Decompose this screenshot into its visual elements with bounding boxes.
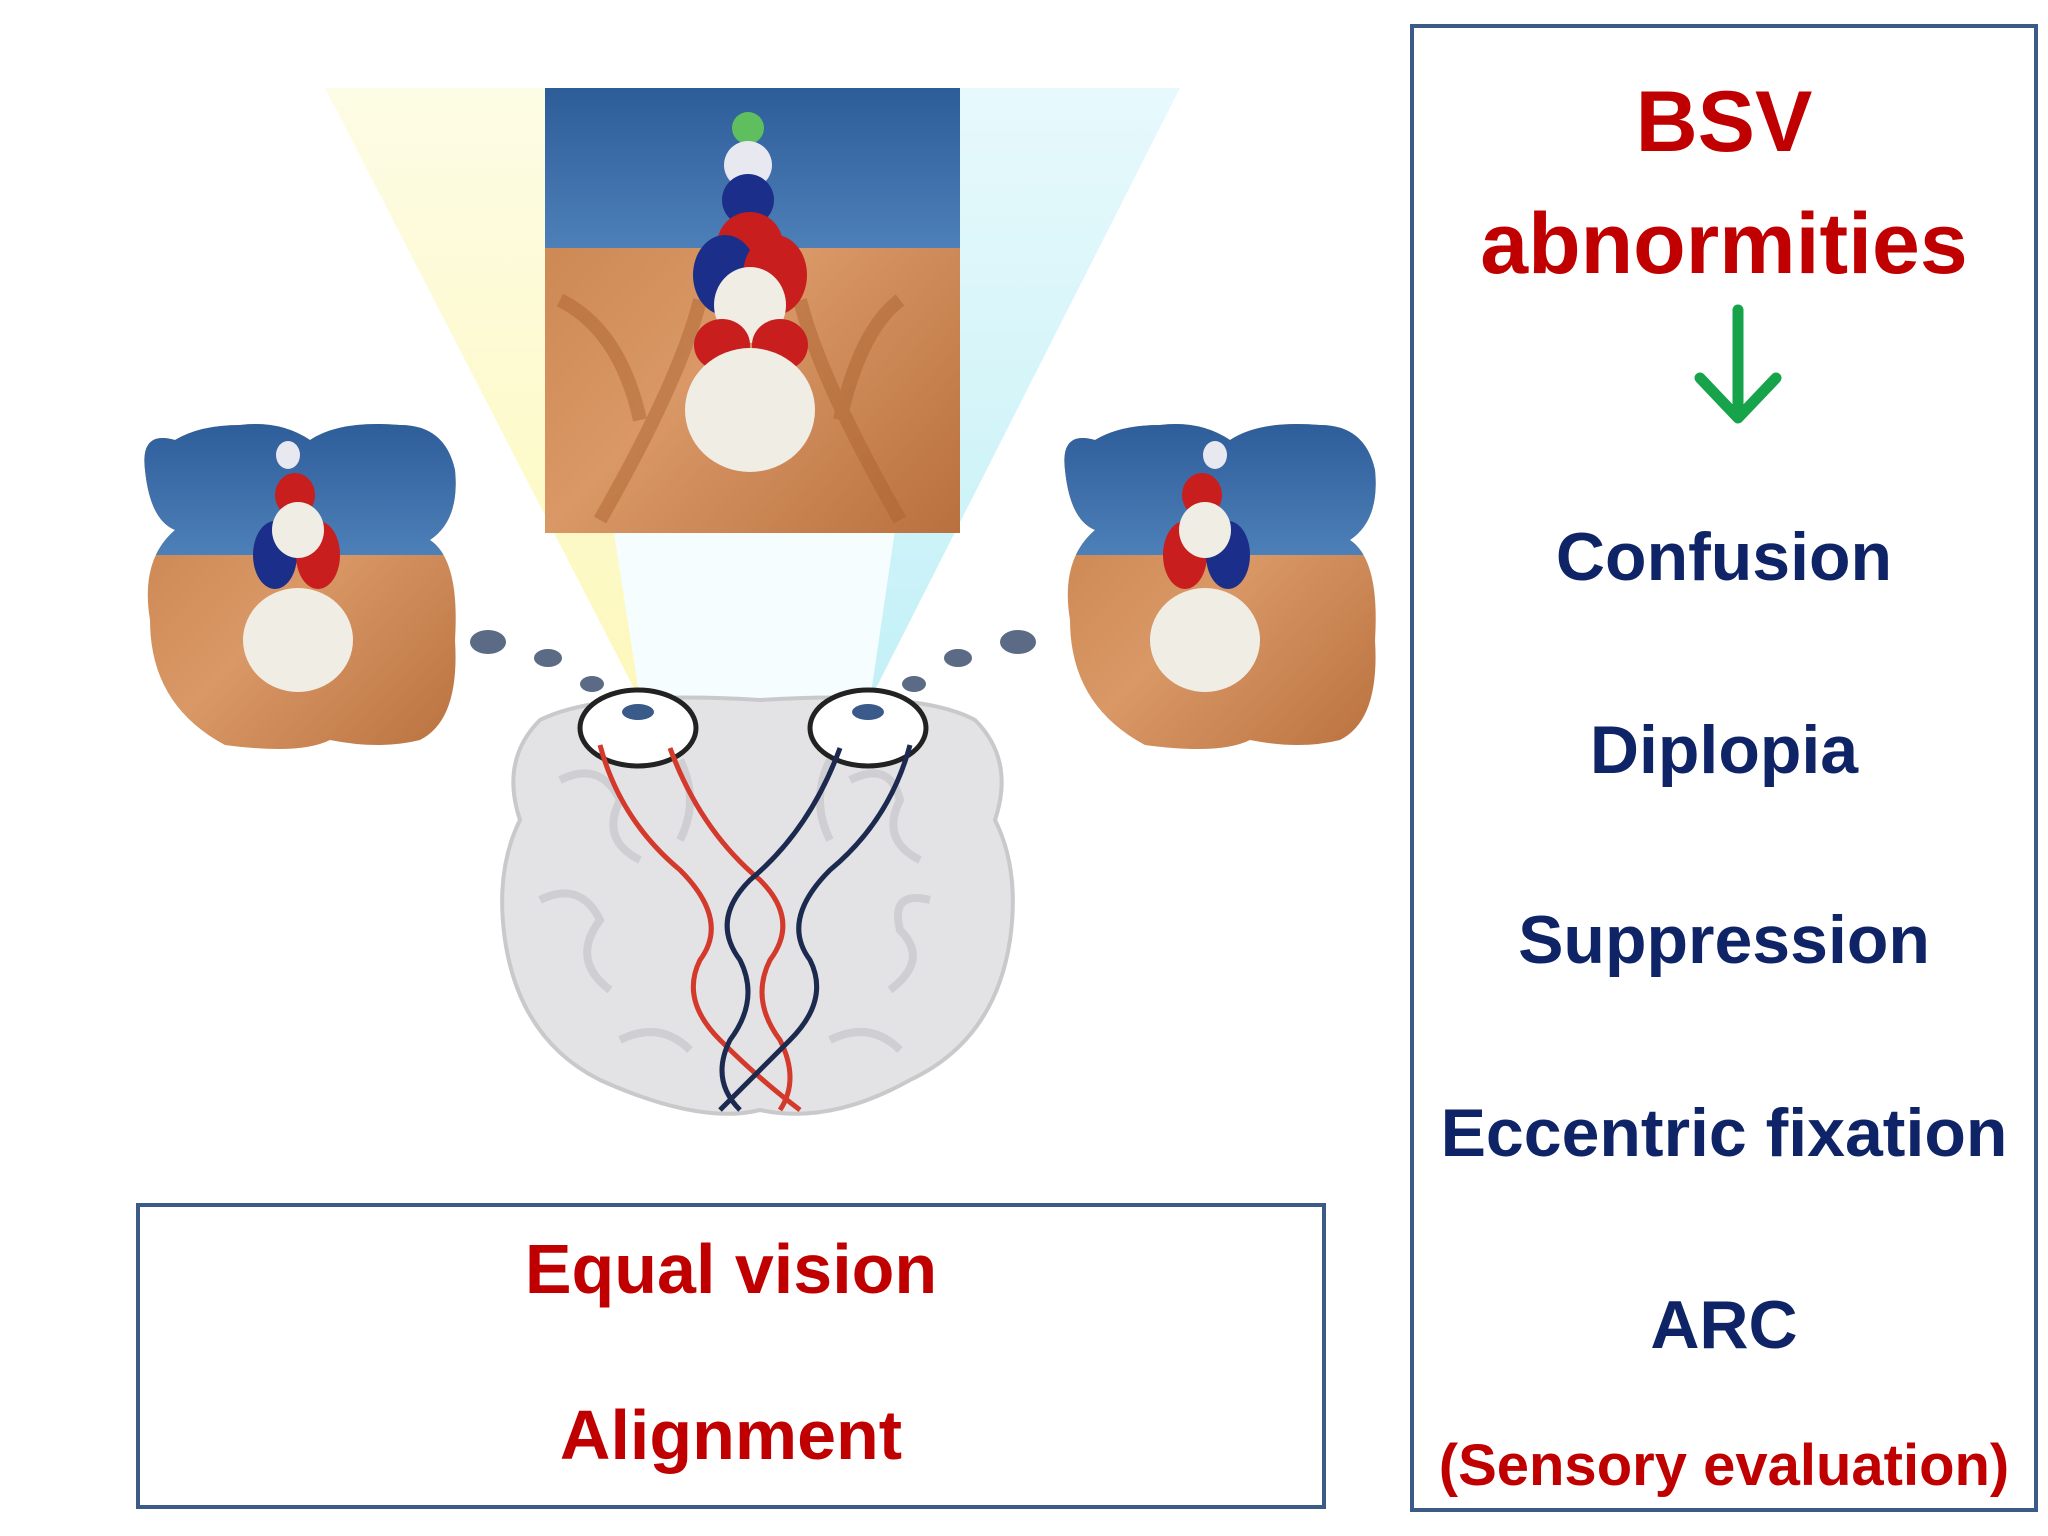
- binocular-vision-illustration: [144, 88, 1376, 1116]
- optic-pathways: [597, 744, 913, 1112]
- summary-box: Equal vision Alignment: [136, 1203, 1326, 1509]
- title-bsv: BSV: [1635, 74, 1813, 170]
- sensory-evaluation-note: (Sensory evaluation): [1438, 1433, 2010, 1498]
- equal-vision-label: Equal vision: [524, 1230, 938, 1308]
- left-eye: [577, 687, 699, 769]
- right-eye-image: [1064, 424, 1376, 749]
- title-abnormities: abnormities: [1480, 196, 1968, 292]
- right-eye: [807, 687, 929, 769]
- item-suppression: Suppression: [1518, 902, 1930, 978]
- alignment-label: Alignment: [559, 1396, 903, 1474]
- down-arrow-icon: [1694, 304, 1782, 424]
- fused-image: [545, 88, 960, 533]
- left-eye-image: [144, 424, 456, 749]
- brain: [500, 695, 1015, 1116]
- item-arc: ARC: [1650, 1287, 1798, 1363]
- item-eccentric-fixation: Eccentric fixation: [1440, 1095, 2008, 1171]
- item-diplopia: Diplopia: [1589, 712, 1859, 788]
- connector-dots: [470, 630, 1036, 692]
- item-confusion: Confusion: [1555, 519, 1893, 595]
- bsv-abnormities-box: BSV abnormities Confusion Diplopia Suppr…: [1410, 24, 2038, 1512]
